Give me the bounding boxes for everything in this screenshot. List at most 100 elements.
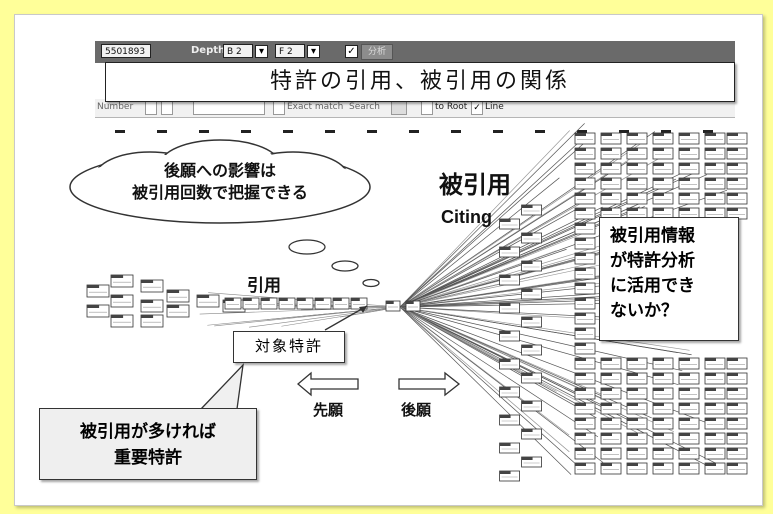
patent-node <box>166 304 190 318</box>
patent-number-field[interactable]: 5501893 <box>101 44 151 58</box>
ruler-mark <box>283 130 293 133</box>
patent-node <box>678 462 700 475</box>
patent-node <box>499 414 520 426</box>
patent-node <box>574 207 596 220</box>
patent-node <box>574 192 596 205</box>
patent-node <box>140 299 164 313</box>
patent-node <box>678 132 700 145</box>
patent-node <box>166 289 190 303</box>
patent-node <box>574 402 596 415</box>
patent-node <box>405 300 421 312</box>
patent-node <box>704 387 726 400</box>
patent-node <box>678 447 700 460</box>
patent-node <box>652 357 674 370</box>
patent-node <box>521 372 542 384</box>
ruler-mark <box>577 130 587 133</box>
patent-node <box>521 344 542 356</box>
ruler-mark <box>409 130 419 133</box>
conclusion-box: 被引用が多ければ 重要特許 <box>39 408 257 480</box>
target-patent-callout: 対象特許 <box>233 331 345 363</box>
patent-node <box>499 442 520 454</box>
thought-cloud <box>69 139 380 288</box>
patent-node <box>626 402 648 415</box>
patent-node <box>574 432 596 445</box>
patent-node <box>521 456 542 468</box>
patent-node <box>704 432 726 445</box>
patent-node <box>574 267 596 280</box>
ruler-mark <box>661 130 671 133</box>
search-bar: Number Exact match Search to Root ✓ Line <box>95 99 735 118</box>
patent-node <box>110 294 134 308</box>
patent-node <box>499 470 520 482</box>
patent-node <box>704 192 726 205</box>
patent-node <box>678 357 700 370</box>
patent-node <box>678 432 700 445</box>
later-application-label: 後願 <box>401 401 432 419</box>
patent-node <box>574 387 596 400</box>
patent-node <box>652 417 674 430</box>
patent-node <box>521 400 542 412</box>
patent-node <box>652 447 674 460</box>
depth-label: Depth <box>191 45 226 56</box>
patent-node <box>385 300 401 312</box>
patent-node <box>224 297 242 310</box>
patent-node <box>600 387 622 400</box>
patent-node <box>652 147 674 160</box>
patent-node <box>574 297 596 310</box>
patent-node <box>678 417 700 430</box>
patent-node <box>600 357 622 370</box>
patent-node <box>350 297 368 310</box>
patent-node <box>678 162 700 175</box>
patent-node <box>574 462 596 475</box>
ruler-mark <box>157 130 167 133</box>
patent-node <box>574 132 596 145</box>
citing-label: Citing <box>441 207 492 227</box>
patent-node <box>726 177 748 190</box>
patent-node <box>140 279 164 293</box>
patent-node <box>499 246 520 258</box>
patent-node <box>626 192 648 205</box>
chevron-down-icon[interactable]: ▾ <box>307 45 320 58</box>
patent-node <box>652 177 674 190</box>
exact-match-label: Exact match <box>287 102 344 112</box>
patent-node <box>626 447 648 460</box>
patent-node <box>574 222 596 235</box>
ruler-mark <box>535 130 545 133</box>
analyze-button[interactable]: 分析 <box>361 44 394 60</box>
patent-node <box>600 402 622 415</box>
patent-node <box>726 372 748 385</box>
patent-node <box>574 282 596 295</box>
patent-node <box>574 327 596 340</box>
depth-ruler <box>115 130 713 133</box>
patent-node <box>678 402 700 415</box>
earlier-application-label: 先願 <box>313 401 344 419</box>
patent-node <box>704 372 726 385</box>
patent-node <box>626 132 648 145</box>
patent-node <box>704 132 726 145</box>
left-arrow <box>296 371 359 397</box>
patent-node <box>574 237 596 250</box>
ruler-mark <box>703 130 713 133</box>
depth-back-select[interactable]: B 2 <box>223 44 253 58</box>
patent-node <box>704 417 726 430</box>
analyze-checkbox[interactable]: ✓ <box>345 45 358 58</box>
ruler-mark <box>619 130 629 133</box>
depth-forward-select[interactable]: F 2 <box>275 44 305 58</box>
patent-node <box>652 402 674 415</box>
patent-node <box>574 312 596 325</box>
patent-node <box>574 372 596 385</box>
patent-node <box>574 357 596 370</box>
patent-node <box>196 294 220 308</box>
patent-node <box>499 330 520 342</box>
patent-node <box>260 297 278 310</box>
patent-node <box>726 192 748 205</box>
patent-node <box>704 357 726 370</box>
patent-node <box>574 342 596 355</box>
search-label: Search <box>349 102 380 112</box>
patent-node <box>652 192 674 205</box>
patent-node <box>521 316 542 328</box>
ruler-mark <box>199 130 209 133</box>
patent-node <box>678 372 700 385</box>
patent-node <box>574 162 596 175</box>
chevron-down-icon[interactable]: ▾ <box>255 45 268 58</box>
